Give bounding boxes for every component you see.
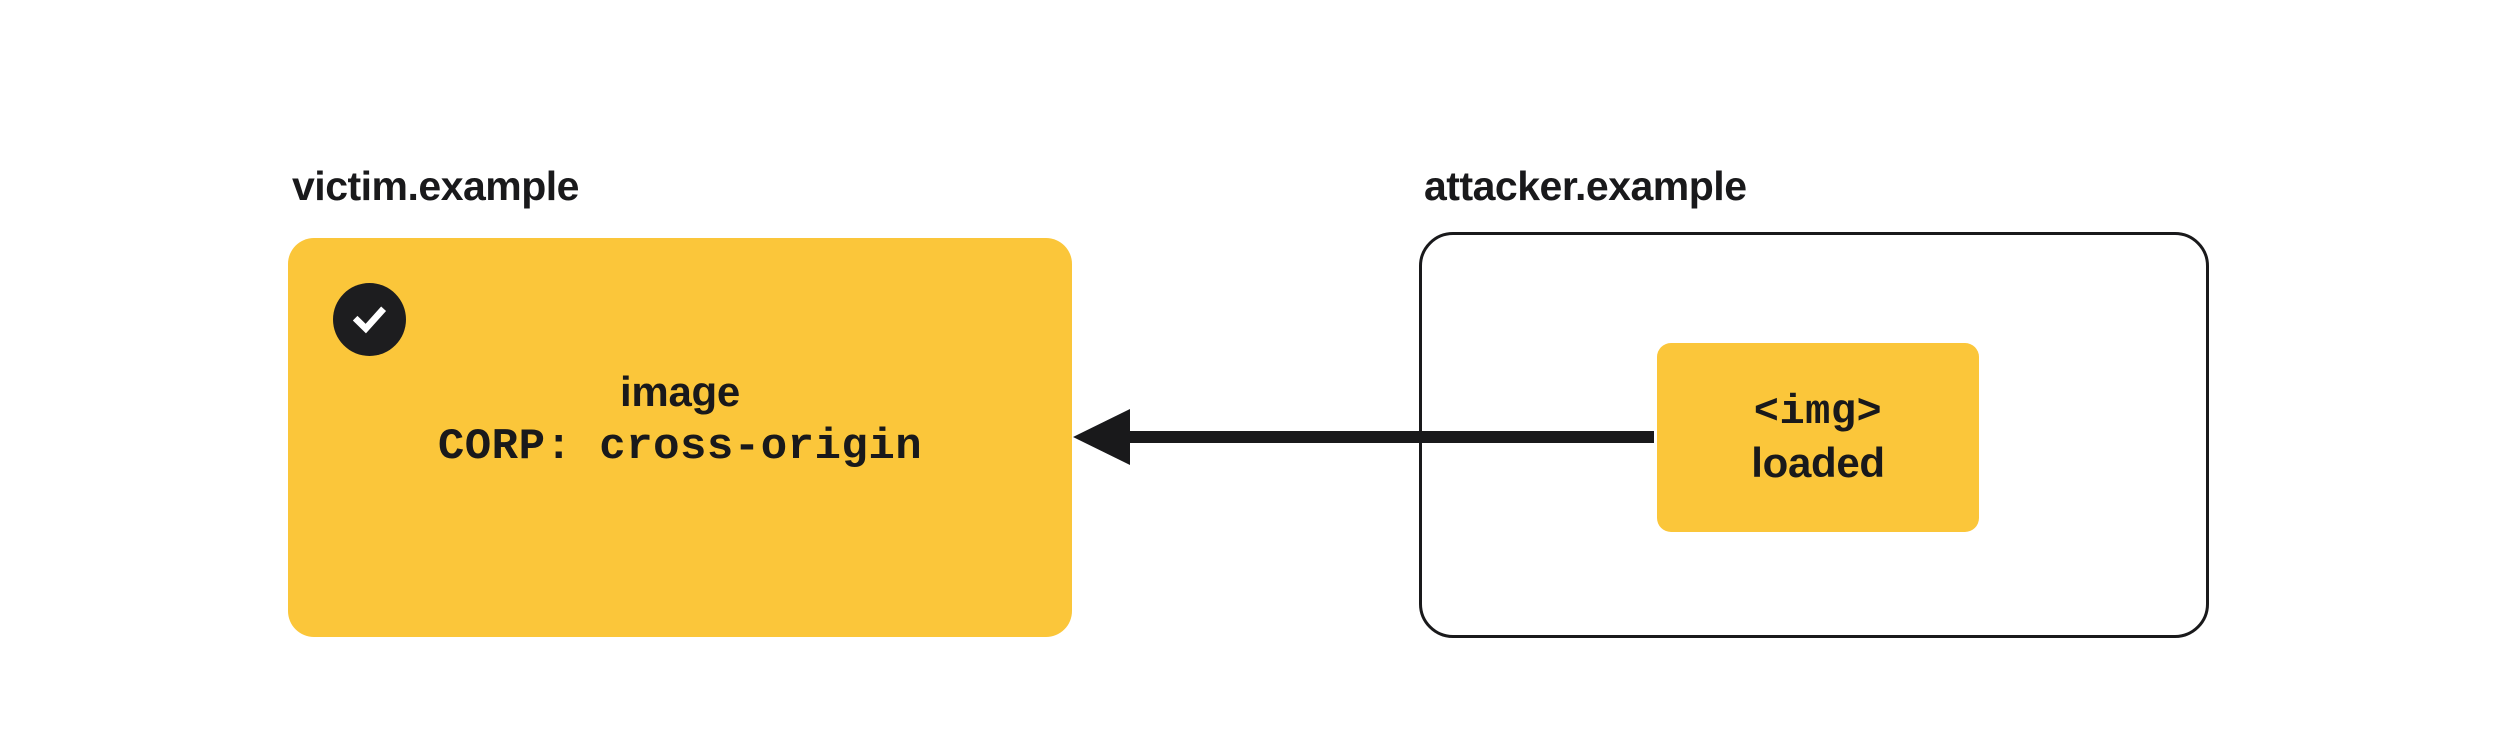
attacker-origin-panel: <img> loaded: [1419, 232, 2209, 638]
attacker-img-element-chip: <img> loaded: [1657, 343, 1979, 532]
victim-origin-label: victim.example: [292, 163, 580, 209]
img-state-label: loaded: [1751, 438, 1885, 486]
attacker-origin-label: attacker.example: [1424, 163, 1747, 209]
arrow-head: [1073, 409, 1130, 465]
victim-resource-header: CORP: cross-origin: [437, 422, 923, 472]
victim-resource-name: image: [620, 368, 740, 415]
img-tag-label: <img>: [1753, 387, 1883, 436]
victim-resource-text: image CORP: cross-origin: [288, 366, 1072, 476]
check-circle-icon: [333, 283, 406, 356]
victim-origin-panel: image CORP: cross-origin: [288, 238, 1072, 637]
